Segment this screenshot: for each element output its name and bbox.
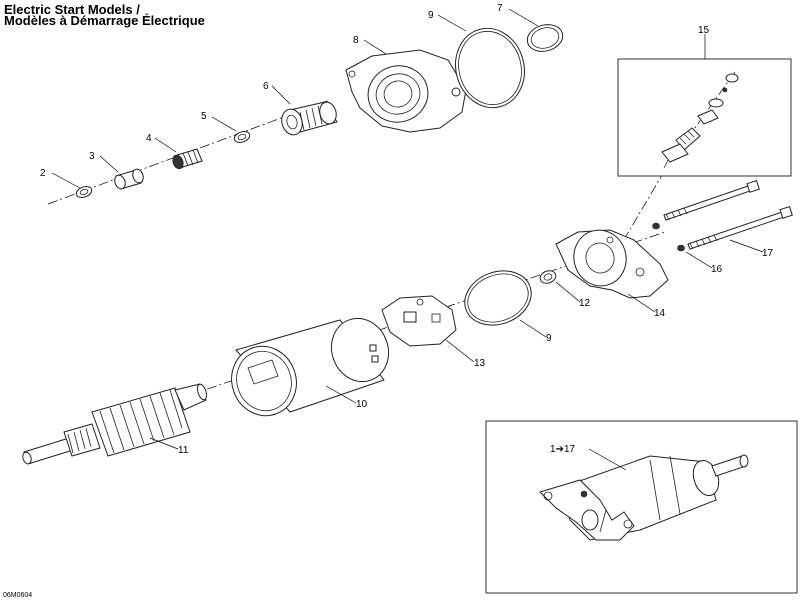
part-4-spring xyxy=(172,148,203,170)
callout-11: 11 xyxy=(178,445,189,456)
callout-12: 12 xyxy=(579,298,591,309)
part-8-front-housing xyxy=(345,49,467,133)
callout-6: 6 xyxy=(263,81,269,92)
callout-2: 2 xyxy=(40,168,46,179)
part-2-washer xyxy=(75,186,93,198)
callout-9-upper: 9 xyxy=(428,10,434,21)
diagram-title-fr: Modèles à Démarrage Électrique xyxy=(4,13,205,28)
part-11-armature xyxy=(22,383,208,465)
callout-8: 8 xyxy=(353,35,359,46)
part-16-washers xyxy=(652,222,685,252)
part-10-yoke xyxy=(231,317,389,417)
callout-7: 7 xyxy=(497,3,503,14)
callout-16: 16 xyxy=(711,264,723,275)
part-9-oring-upper xyxy=(455,27,525,109)
part-9-oring-lower xyxy=(464,270,532,326)
callout-5: 5 xyxy=(201,111,207,122)
callout-14: 14 xyxy=(654,308,666,319)
part-6-drive-gear xyxy=(281,101,338,136)
leader-lines xyxy=(51,8,764,471)
callout-4: 4 xyxy=(146,133,152,144)
callout-15: 15 xyxy=(698,25,710,36)
callout-10: 10 xyxy=(356,399,368,410)
assembled-starter-inset xyxy=(485,420,798,594)
part-3-bushing xyxy=(114,168,144,190)
callout-13: 13 xyxy=(474,358,486,369)
part-13-brush-plate xyxy=(381,295,457,347)
part-5-washer xyxy=(233,131,251,143)
callout-17: 17 xyxy=(762,248,774,259)
callout-9-lower: 9 xyxy=(546,333,552,344)
part-7-seal xyxy=(526,24,564,52)
drawing-code: 06M0604 xyxy=(3,592,33,599)
part-17-through-bolts xyxy=(663,180,793,250)
part-14-rear-housing xyxy=(555,229,669,299)
callout-3: 3 xyxy=(89,151,95,162)
inset-callout: 1➔17 xyxy=(550,444,576,455)
diagram-title-en: Electric Start Models / xyxy=(4,2,140,17)
bolt-kit-link-axis xyxy=(624,169,666,239)
part-12-washer xyxy=(539,270,557,284)
part-15-terminal-kit-box xyxy=(617,58,792,177)
